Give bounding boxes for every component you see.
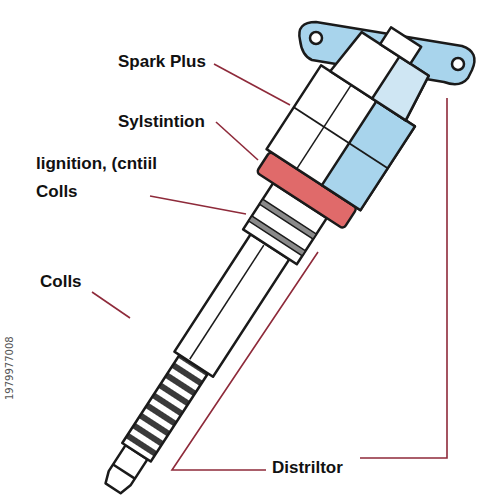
leader-line (92, 292, 130, 318)
part-label: lignition, (cntiil Colls (36, 150, 166, 206)
part-label: Colls (40, 270, 82, 294)
leader-line (216, 122, 258, 160)
part-label: Distriltor (272, 456, 343, 480)
leader-line (214, 64, 290, 105)
shaft (174, 234, 289, 376)
leader-line (150, 196, 246, 214)
part-label: Spark Plus (118, 50, 206, 74)
watermark: 1979977008 (4, 336, 16, 400)
spark-plug (66, 7, 453, 500)
connector-block (380, 27, 421, 63)
leader-lines (92, 64, 447, 470)
part-label: Sylstintion (118, 110, 205, 134)
thread-section (122, 355, 208, 462)
